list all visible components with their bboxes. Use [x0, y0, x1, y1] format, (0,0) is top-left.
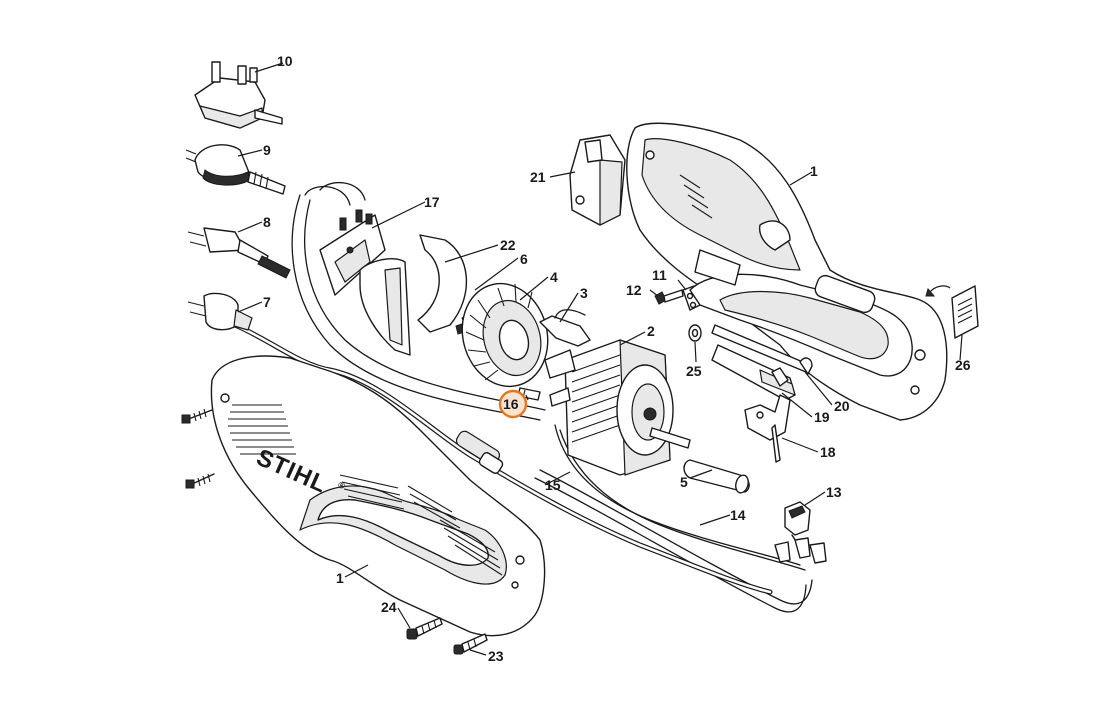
leader-lines	[237, 62, 963, 656]
vent-grille	[228, 404, 503, 576]
callout-10[interactable]: 10	[277, 53, 293, 69]
washer-25	[688, 324, 702, 342]
circuit-board	[319, 209, 386, 296]
callout-1-left[interactable]: 1	[336, 570, 344, 586]
screw-23	[453, 633, 488, 655]
switch-lever-18	[744, 394, 791, 463]
callout-11[interactable]: 11	[652, 267, 667, 283]
callout-9[interactable]: 9	[263, 142, 271, 158]
cable-bundle	[291, 181, 813, 613]
fan-4	[461, 282, 549, 388]
sleeve-5	[683, 459, 750, 494]
callout-5[interactable]: 5	[680, 474, 688, 490]
plug-type-8	[187, 227, 291, 279]
plug-type-7	[187, 292, 253, 331]
callout-24[interactable]: 24	[381, 599, 397, 615]
callout-8[interactable]: 8	[263, 214, 271, 230]
cap-21	[569, 134, 626, 226]
callout-26[interactable]: 26	[955, 357, 971, 373]
fan-blades	[465, 283, 533, 381]
callout-17[interactable]: 17	[424, 194, 440, 210]
callout-15[interactable]: 15	[545, 477, 561, 493]
callout-22[interactable]: 22	[500, 237, 516, 253]
callout-12[interactable]: 12	[626, 282, 642, 298]
plug-uk	[194, 61, 283, 129]
registered-mark: ®	[336, 479, 346, 491]
callout-4[interactable]: 4	[550, 269, 558, 285]
cord-sleeve	[478, 452, 504, 474]
lever-19	[711, 344, 796, 401]
callout-6[interactable]: 6	[520, 251, 528, 267]
rod-20	[711, 324, 813, 375]
callout-19[interactable]: 19	[814, 409, 830, 425]
callout-2[interactable]: 2	[647, 323, 655, 339]
callout-1-right[interactable]: 1	[810, 163, 818, 179]
housing-left: STIHL ®	[210, 355, 546, 637]
callout-13[interactable]: 13	[826, 484, 842, 500]
callout-18[interactable]: 18	[820, 444, 836, 460]
housing-right	[626, 122, 948, 421]
callout-16[interactable]: 16	[503, 396, 519, 412]
wire-terminals	[774, 537, 827, 564]
screws-left	[181, 408, 215, 489]
ribs	[679, 174, 713, 219]
callout-7[interactable]: 7	[263, 294, 271, 310]
label-26	[925, 285, 979, 339]
callout-14[interactable]: 14	[730, 507, 746, 523]
callout-20[interactable]: 20	[834, 398, 850, 414]
screw-24	[406, 617, 443, 640]
screw-12	[654, 289, 684, 305]
stator-laminations	[571, 354, 621, 443]
callout-21[interactable]: 21	[530, 169, 546, 185]
plug-type-9	[185, 144, 286, 195]
callout-labels: 10 9 8 7 17 22 6 4 3 2 11 12 25 5 15 14 …	[263, 53, 971, 664]
callout-25[interactable]: 25	[686, 363, 702, 379]
highlight-ring-16[interactable]	[498, 389, 528, 419]
callout-23[interactable]: 23	[488, 648, 504, 664]
callout-3[interactable]: 3	[580, 285, 588, 301]
motor-2	[544, 339, 691, 476]
